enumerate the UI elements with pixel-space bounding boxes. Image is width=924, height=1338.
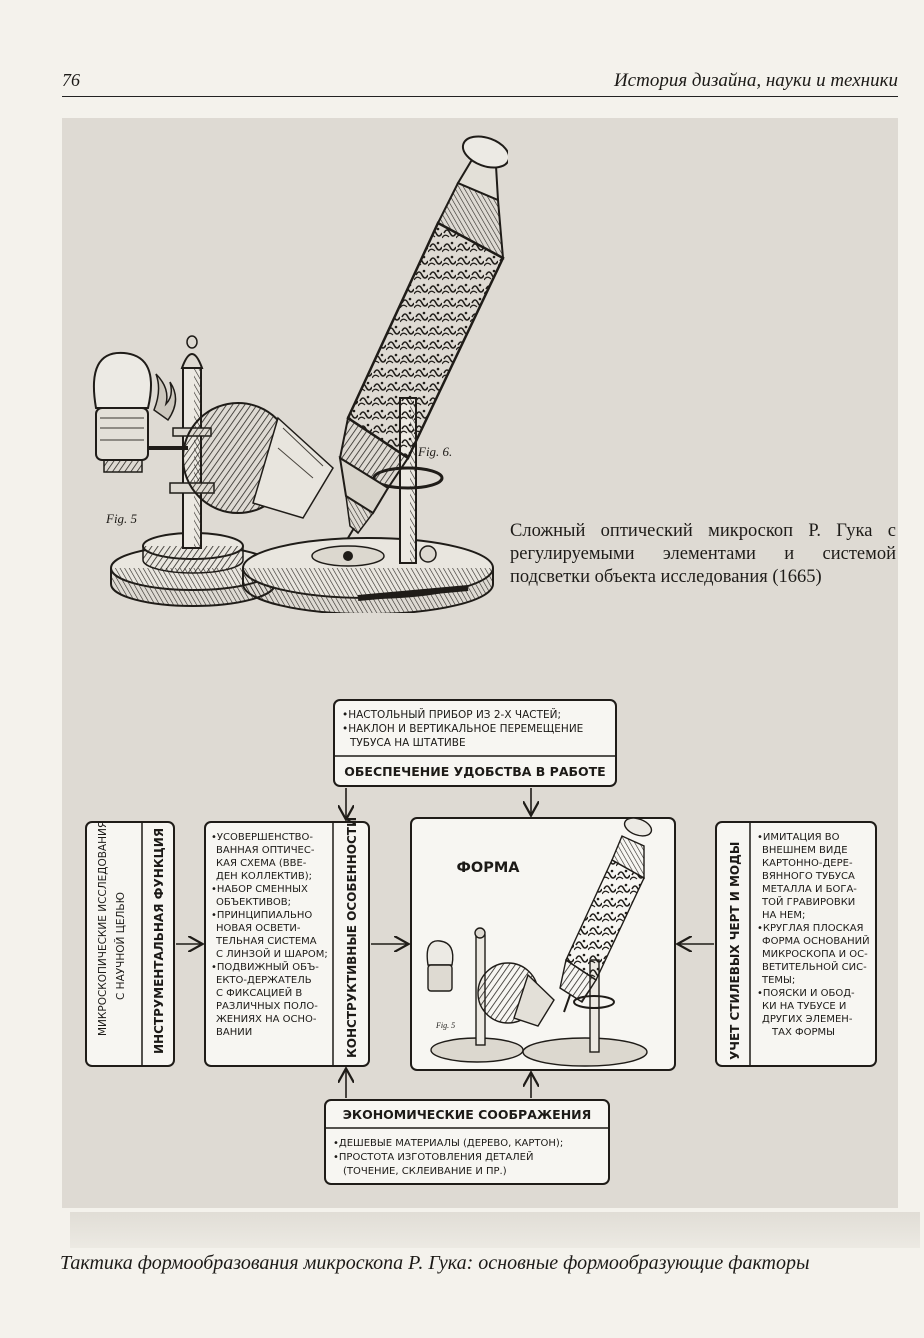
lamp-flask: [92, 351, 188, 473]
construct-line: ОБЪЕКТИВОВ;: [216, 897, 291, 908]
construct-line: •ПРИНЦИПИАЛЬНО: [211, 910, 312, 921]
page-number: 76: [62, 70, 80, 90]
form-fig-label: Fig. 5: [435, 1021, 455, 1030]
style-line: ДРУГИХ ЭЛЕМЕН-: [762, 1014, 853, 1025]
style-line: •КРУГЛАЯ ПЛОСКАЯ: [757, 923, 864, 934]
style-line: КАРТОННО-ДЕРЕ-: [762, 858, 853, 869]
style-line: ТЕМЫ;: [761, 975, 795, 986]
instrumental-box: МИКРОСКОПИЧЕСКИЕ ИССЛЕДОВАНИЯ С НАУЧНОЙ …: [85, 821, 175, 1067]
instrumental-title: ИНСТРУМЕНТАЛЬНАЯ ФУНКЦИЯ: [152, 828, 166, 1054]
construct-line: РАЗЛИЧНЫХ ПОЛО-: [216, 1001, 318, 1012]
construct-line: •УСОВЕРШЕНСТВО-: [211, 832, 313, 843]
economic-line: •ДЕШЕВЫЕ МАТЕРИАЛЫ (ДЕРЕВО, КАРТОН);: [333, 1138, 563, 1149]
microscope-miniature: [426, 817, 653, 1067]
economic-box: ЭКОНОМИЧЕСКИЕ СООБРАЖЕНИЯ •ДЕШЕВЫЕ МАТЕР…: [324, 1099, 610, 1185]
microscope-engraving: Fig. 6. Fig. 5: [92, 135, 508, 613]
style-line: ВЯННОГО ТУБУСА: [762, 871, 855, 882]
style-line: •ПОЯСКИ И ОБОД-: [757, 988, 855, 999]
comfort-line: •НАСТОЛЬНЫЙ ПРИБОР ИЗ 2-Х ЧАСТЕЙ;: [342, 708, 561, 721]
form-title: ФОРМА: [457, 860, 521, 876]
economic-line: (ТОЧЕНИЕ, СКЛЕИВАНИЕ И ПР.): [343, 1166, 507, 1177]
comfort-line: •НАКЛОН И ВЕРТИКАЛЬНОЕ ПЕРЕМЕЩЕНИЕ: [342, 723, 583, 735]
style-line: КИ НА ТУБУСЕ И: [762, 1001, 846, 1012]
style-line: НА НЕМ;: [762, 910, 805, 921]
water-globe: [182, 402, 334, 519]
construct-line: ЖЕНИЯХ НА ОСНО-: [216, 1014, 317, 1025]
microscope-tube: [338, 135, 508, 539]
construct-line: С ФИКСАЦИЕЙ В: [216, 986, 302, 999]
bleed-through-text: [70, 1212, 920, 1248]
figure-caption: Тактика формообразования микроскопа Р. Г…: [60, 1252, 810, 1274]
header-rule: [62, 96, 898, 97]
form-box: ФОРМА Fig. 5: [410, 817, 676, 1071]
construct-line: С ЛИНЗОЙ И ШАРОМ;: [216, 947, 328, 960]
economic-title: ЭКОНОМИЧЕСКИЕ СООБРАЖЕНИЯ: [343, 1107, 592, 1122]
instrumental-side-text: МИКРОСКОПИЧЕСКИЕ ИССЛЕДОВАНИЯ: [97, 821, 109, 1036]
construct-line: •НАБОР СМЕННЫХ: [211, 884, 308, 895]
style-line: ВЕТИТЕЛЬНОЙ СИС-: [762, 960, 867, 973]
fig-5-label: Fig. 5: [105, 511, 138, 526]
style-line: ТОЙ ГРАВИРОВКИ: [761, 895, 855, 908]
running-head: История дизайна, науки и техники: [613, 70, 898, 91]
construct-line: ДЕН КОЛЛЕКТИВ);: [216, 871, 312, 882]
page-header: 76 История дизайна, науки и техники: [62, 68, 898, 98]
fig-6-label: Fig. 6.: [417, 444, 452, 459]
construct-line: НОВАЯ ОСВЕТИ-: [216, 923, 301, 934]
construct-box: •УСОВЕРШЕНСТВО- ВАННАЯ ОПТИЧЕС- КАЯ СХЕМ…: [204, 817, 370, 1067]
right-stand: [242, 397, 494, 613]
construct-line: ВАННАЯ ОПТИЧЕС-: [216, 845, 315, 856]
construct-line: •ПОДВИЖНЫЙ ОБЪ-: [211, 960, 319, 973]
style-box: УЧЕТ СТИЛЕВЫХ ЧЕРТ И МОДЫ •ИМИТАЦИЯ ВО В…: [715, 821, 877, 1067]
comfort-box: •НАСТОЛЬНЫЙ ПРИБОР ИЗ 2-Х ЧАСТЕЙ; •НАКЛО…: [333, 699, 617, 787]
style-line: ВНЕШНЕМ ВИДЕ: [762, 845, 848, 856]
construct-title: КОНСТРУКТИВНЫЕ ОСОБЕННОСТИ: [345, 817, 359, 1058]
comfort-line: ТУБУСА НА ШТАТИВЕ: [349, 737, 466, 749]
construct-line: ТЕЛЬНАЯ СИСТЕМА: [215, 936, 317, 947]
style-line: МИКРОСКОПА И ОС-: [762, 949, 868, 960]
style-line: МЕТАЛЛА И БОГА-: [762, 884, 857, 895]
style-title: УЧЕТ СТИЛЕВЫХ ЧЕРТ И МОДЫ: [728, 842, 742, 1060]
comfort-title: ОБЕСПЕЧЕНИЕ УДОБСТВА В РАБОТЕ: [344, 764, 605, 779]
schema-arrows: [176, 788, 714, 1098]
style-line: ФОРМА ОСНОВАНИЙ: [762, 934, 870, 947]
style-line: •ИМИТАЦИЯ ВО: [757, 832, 840, 843]
economic-line: •ПРОСТОТА ИЗГОТОВЛЕНИЯ ДЕТАЛЕЙ: [333, 1150, 533, 1163]
illustration-caption: Сложный оптический микроскоп Р. Гука с р…: [510, 521, 896, 587]
style-line: ТАХ ФОРМЫ: [771, 1027, 835, 1038]
construct-line: КАЯ СХЕМА (ВВЕ-: [216, 858, 307, 869]
construct-line: ЕКТО-ДЕРЖАТЕЛЬ: [216, 975, 312, 986]
construct-line: ВАНИИ: [216, 1027, 252, 1038]
instrumental-side-text: С НАУЧНОЙ ЦЕЛЬЮ: [114, 892, 127, 1000]
